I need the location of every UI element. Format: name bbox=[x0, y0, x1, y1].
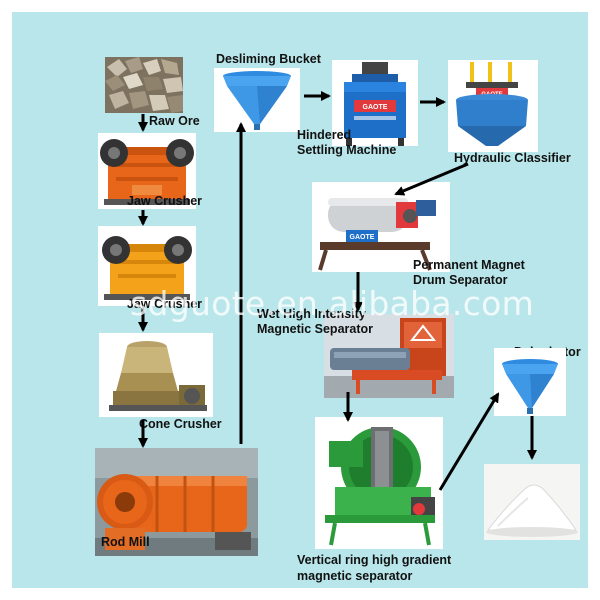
rod-mill-label: Rod Mill bbox=[101, 535, 150, 549]
watermark-text: sdguote.en.alibaba.com bbox=[130, 284, 535, 323]
permanent-magnet-label-line1: Permanent Magnet bbox=[413, 258, 525, 272]
svg-text:GAOTE: GAOTE bbox=[350, 234, 375, 241]
cone-crusher-image bbox=[99, 333, 213, 417]
rod-mill-image bbox=[95, 448, 258, 556]
svg-text:GAOTE: GAOTE bbox=[363, 104, 388, 111]
jaw-crusher-image-2 bbox=[98, 226, 196, 306]
raw-ore-image bbox=[105, 57, 183, 113]
vertical-ring-label-line2: magnetic separator bbox=[297, 569, 413, 583]
hindered-settling-machine-image: GAOTE bbox=[332, 60, 418, 146]
hydraulic-classifier-image: GAOTE bbox=[448, 60, 538, 152]
product-powder-image bbox=[484, 464, 580, 540]
raw-ore-label: Raw Ore bbox=[149, 114, 200, 128]
desliming-bucket-label: Desliming Bucket bbox=[216, 52, 321, 66]
jaw-crusher-label-1: Jaw Crusher bbox=[127, 194, 203, 208]
dehydrator-image bbox=[494, 348, 566, 416]
jaw-crusher-label-2: Jaw Crusher bbox=[127, 297, 203, 311]
wet-high-intensity-label-line1: Wet High Intensity bbox=[257, 307, 366, 321]
flow-arrows bbox=[138, 91, 537, 491]
desliming-bucket-image bbox=[214, 68, 300, 132]
vertical-ring-magnetic-separator-image bbox=[315, 417, 443, 549]
vertical-ring-label-line1: Vertical ring high gradient bbox=[297, 553, 452, 567]
arrow-vertical-ring-to-dehydrator bbox=[438, 392, 500, 491]
flow-diagram: Raw Ore Jaw Crusher Jaw bbox=[12, 12, 588, 588]
jaw-crusher-image-1 bbox=[98, 133, 196, 209]
permanent-magnet-label-line2: Drum Separator bbox=[413, 273, 508, 287]
arrow-classifier-to-drum bbox=[394, 162, 469, 196]
wet-high-intensity-magnetic-separator-image bbox=[324, 314, 454, 398]
hindered-settling-label-line1: Hindered bbox=[297, 128, 352, 142]
hydraulic-classifier-label: Hydraulic Classifier bbox=[454, 151, 571, 165]
hindered-settling-label-line2: Settling Machine bbox=[297, 143, 397, 157]
cone-crusher-label: Cone Crusher bbox=[139, 417, 222, 431]
wet-high-intensity-label-line2: Magnetic Separator bbox=[257, 322, 374, 336]
permanent-magnet-drum-separator-image: GAOTE bbox=[312, 182, 450, 272]
